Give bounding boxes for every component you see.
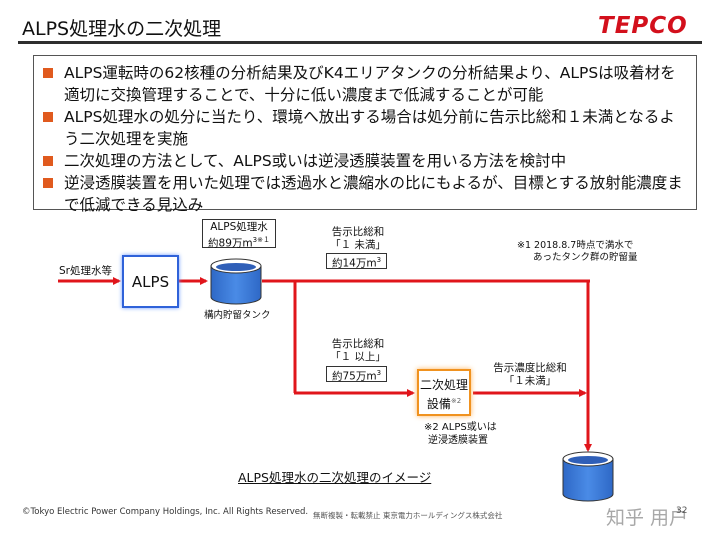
secondary-treatment-box: 二次処理 設備※2 (417, 369, 471, 416)
zhihu-watermark: 知乎 用户 (606, 507, 689, 529)
tank-label: 構内貯留タンク (204, 310, 271, 321)
tepco-logo: TEPCO (598, 13, 688, 39)
bullet-square-icon (43, 178, 53, 188)
upper-volume-box: 約14万m3 (326, 253, 387, 270)
title-underline (18, 41, 702, 44)
flow-arrows (58, 277, 592, 452)
upper-flow-label: 告示比総和 「１ 未満」 (330, 226, 386, 251)
bullet-square-icon (43, 112, 53, 122)
bullet-item: ALPS処理水の処分に当たり、環境へ放出する場合は処分前に告示比総和１未満となる… (42, 106, 686, 150)
summary-box: ALPS運転時の62核種の分析結果及びK4エリアタンクの分析結果より、ALPSは… (33, 55, 697, 214)
storage-tank-icon (210, 258, 262, 305)
alps-unit-box: ALPS (122, 255, 179, 308)
page-title: ALPS処理水の二次処理 (22, 18, 222, 40)
lower-flow-label: 告示比総和 「１ 以上」 (330, 338, 386, 363)
discharge-tank-icon (562, 451, 614, 502)
bullet-item: 二次処理の方法として、ALPS或いは逆浸透膜装置を用いる方法を検討中 (42, 150, 686, 172)
output-flow-label: 告示濃度比総和 「１未満」 (493, 362, 567, 387)
reproduction-notice: 無断複製・転載禁止 東京電力ホールディングス株式会社 (313, 511, 503, 520)
diagram-caption: ALPS処理水の二次処理のイメージ (238, 470, 432, 485)
bullet-square-icon (43, 156, 53, 166)
note-1: ※1 2018.8.7時点で満水で あったタンク群の貯留量 (517, 240, 638, 263)
lower-volume-box: 約75万m3 (326, 366, 387, 383)
bullet-item: 逆浸透膜装置を用いた処理では透過水と濃縮水の比にもよるが、目標とする放射能濃度ま… (42, 172, 686, 216)
bullet-square-icon (43, 68, 53, 78)
bullet-item: ALPS運転時の62核種の分析結果及びK4エリアタンクの分析結果より、ALPSは… (42, 62, 686, 106)
note-2: ※2 ALPS或いは 逆浸透膜装置 (424, 422, 497, 446)
page-number: 32 (676, 506, 688, 516)
input-label: Sr処理水等 (59, 265, 112, 277)
treated-water-box: ALPS処理水 約89万m3※１ (202, 219, 276, 250)
copyright-notice: ©Tokyo Electric Power Company Holdings, … (22, 507, 309, 517)
